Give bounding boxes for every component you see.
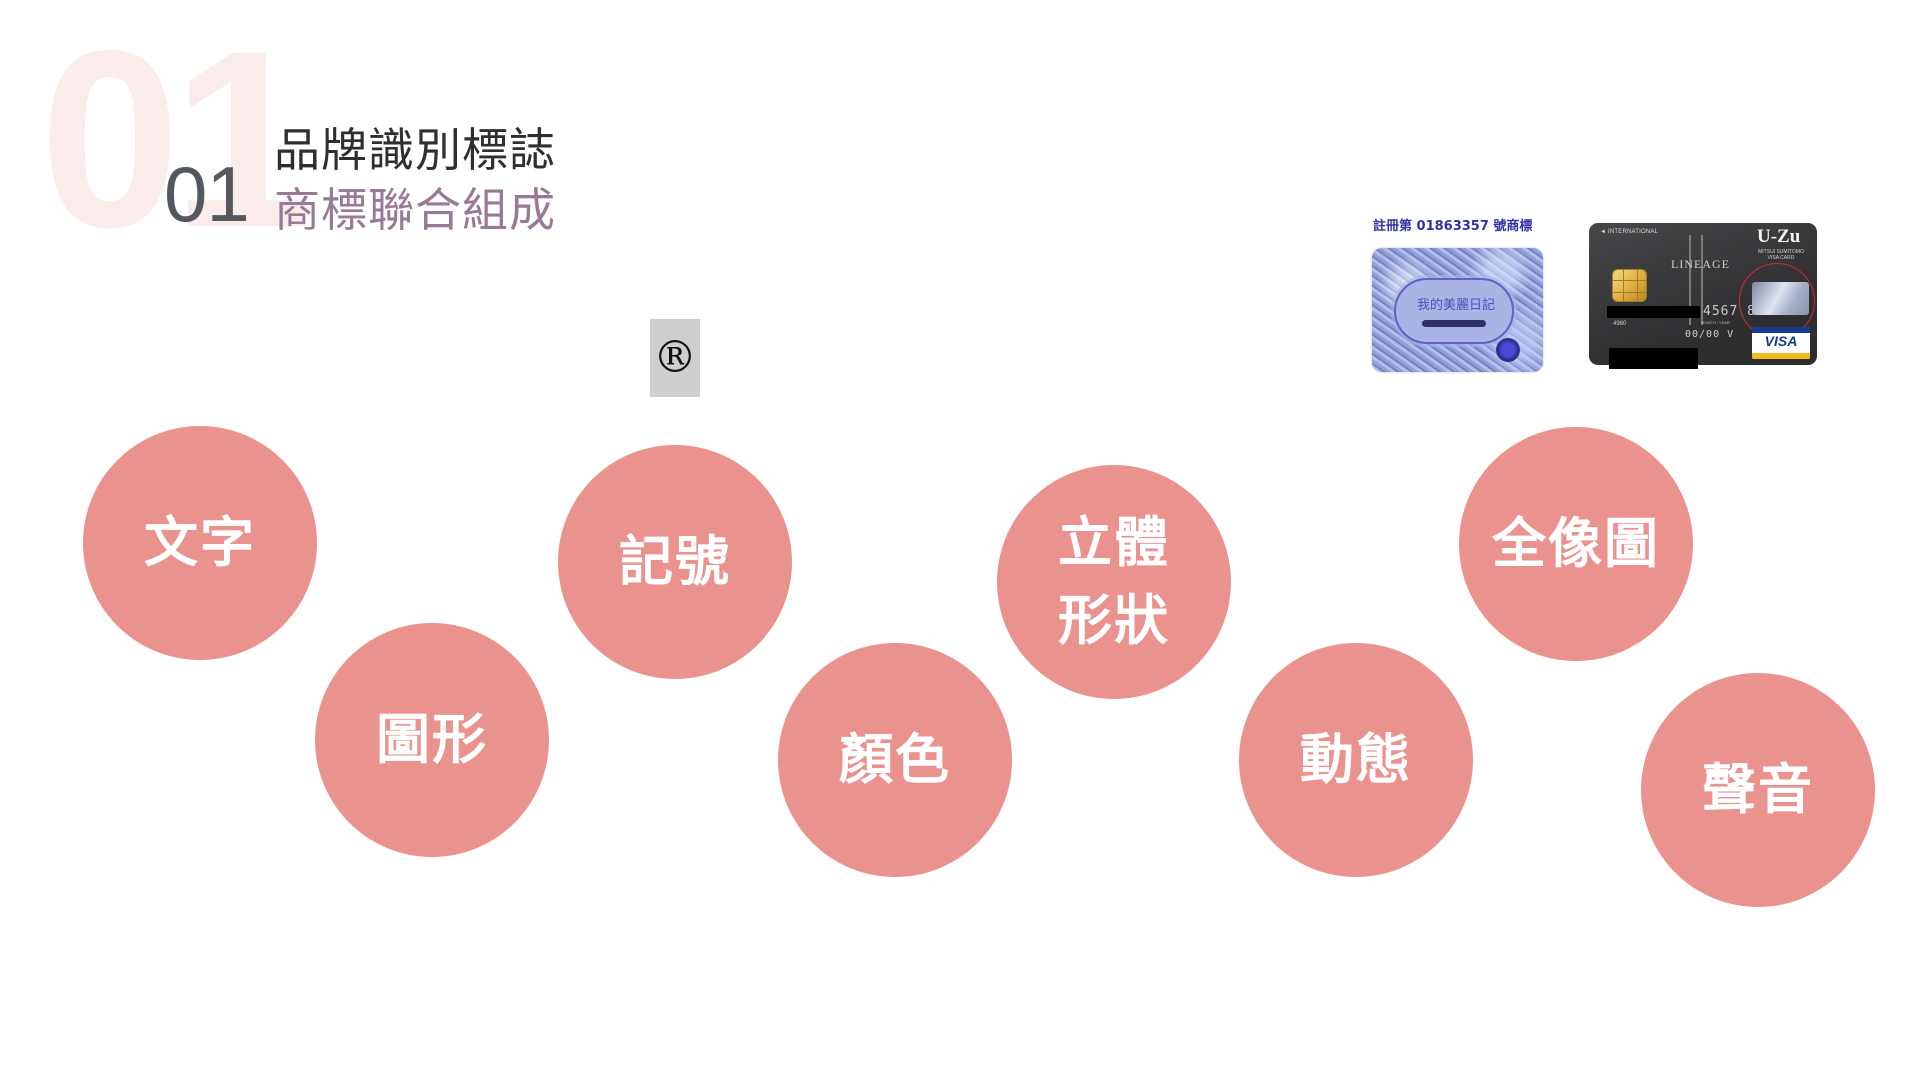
- card-brand: U-Zu: [1757, 226, 1801, 247]
- circle-label: 圖形: [376, 708, 488, 771]
- circle-color[interactable]: 顏色: [778, 643, 1012, 877]
- card-issuer-line2: VISA CARD: [1767, 255, 1795, 261]
- section-number: 01: [164, 150, 250, 238]
- redaction-bar: [1609, 348, 1698, 369]
- circle-label: 顏色: [839, 728, 951, 791]
- circle-motion[interactable]: 動態: [1239, 643, 1473, 877]
- roman-numeral-ii-icon: [1689, 235, 1703, 325]
- visa-logo-text: VISA: [1764, 333, 1798, 349]
- hologram-cloud-shape: 我的美麗日記: [1394, 278, 1514, 344]
- circle-graphic[interactable]: 圖形: [315, 623, 549, 857]
- hologram-text: 我的美麗日記: [1416, 298, 1495, 313]
- circle-label: 記號: [619, 530, 731, 593]
- circle-label-line2: 形狀: [1058, 589, 1170, 652]
- card-number-prefix: 4980: [1613, 321, 1627, 327]
- page-subtitle: 商標聯合組成: [274, 183, 556, 237]
- card-chip-icon: [1612, 269, 1647, 302]
- registered-mark-box: ®: [650, 319, 700, 397]
- card-expiry: 00/00 V: [1685, 329, 1735, 340]
- circle-label-line1: 立體: [1058, 511, 1170, 574]
- credit-card-image: ◄ INTERNATIONAL U-Zu MITSUI SUMITOMO VIS…: [1589, 223, 1817, 369]
- card-international-label: ◄ INTERNATIONAL: [1600, 229, 1659, 235]
- registered-trademark-icon: ®: [653, 332, 697, 383]
- circle-sound[interactable]: 聲音: [1641, 673, 1875, 907]
- circle-label: 聲音: [1702, 758, 1814, 821]
- hologram-badge-icon: [1496, 338, 1520, 362]
- hologram-sticker-image: 我的美麗日記: [1372, 248, 1543, 372]
- hologram-bar: [1422, 320, 1486, 327]
- card-month-year-label: MONTH / YEAR: [1701, 320, 1730, 325]
- visa-logo: VISA: [1752, 327, 1810, 359]
- circle-label: 動態: [1300, 728, 1412, 791]
- page-title: 品牌識別標誌: [274, 123, 556, 177]
- card-issuer: MITSUI SUMITOMO VISA CARD: [1749, 249, 1813, 261]
- circle-hologram[interactable]: 全像圖: [1459, 427, 1693, 661]
- circle-text[interactable]: 文字: [83, 426, 317, 660]
- circle-label: 全像圖: [1492, 512, 1660, 575]
- watermark-section-number: 01: [40, 0, 312, 280]
- circle-3d-shape[interactable]: 立體 形狀: [997, 465, 1231, 699]
- redaction-bar: [1607, 306, 1700, 318]
- circle-label: 文字: [144, 511, 256, 574]
- card-issuer-line1: MITSUI SUMITOMO: [1758, 249, 1804, 255]
- card-game-logo: LINEAGE: [1671, 257, 1730, 271]
- registration-caption: 註冊第 01863357 號商標: [1373, 219, 1533, 234]
- circle-symbol[interactable]: 記號: [558, 445, 792, 679]
